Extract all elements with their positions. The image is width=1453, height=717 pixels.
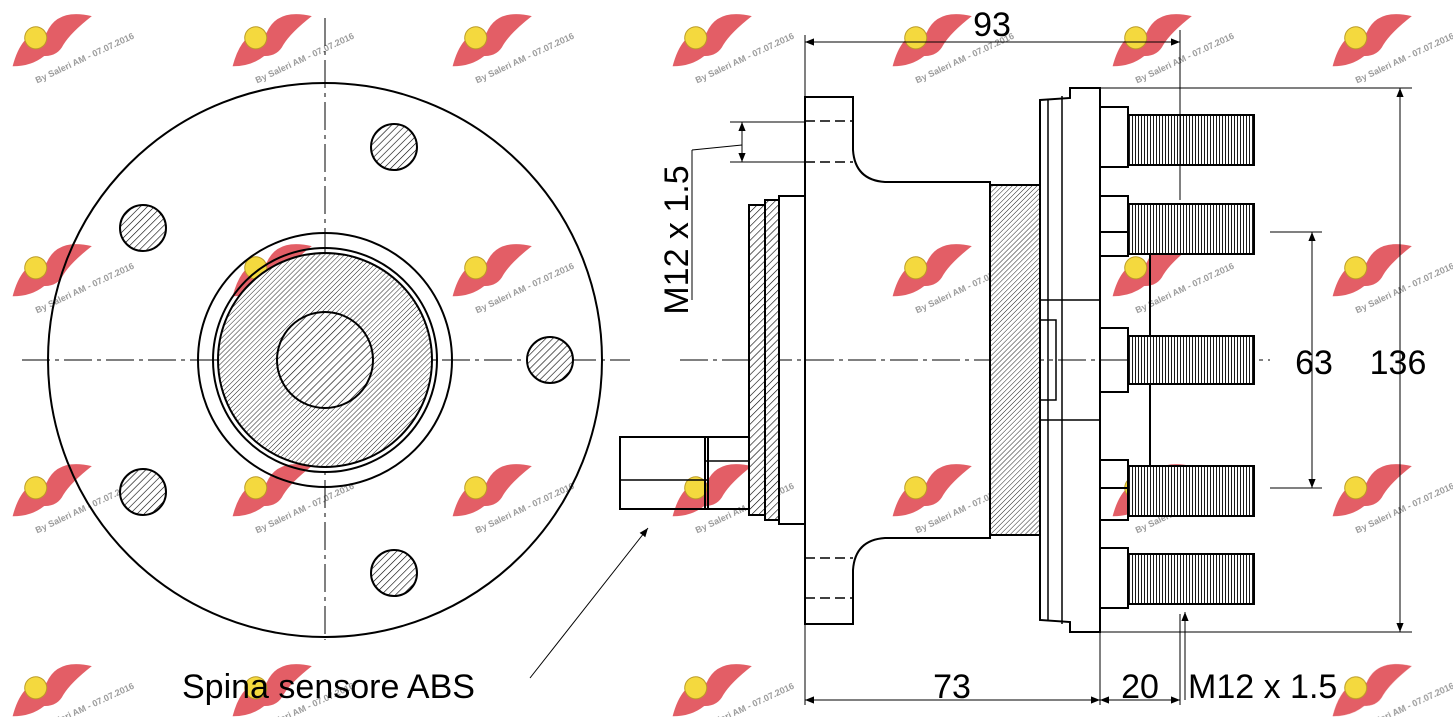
hub-outer-ring	[197, 232, 453, 488]
watermark-stamp: By Saleri AM - 07.07.2016	[12, 664, 136, 717]
watermark-stamp: By Saleri AM - 07.07.2016	[452, 14, 576, 85]
watermark-stamp: By Saleri AM - 07.07.2016	[672, 664, 796, 717]
watermark-stamp: By Saleri AM - 07.07.2016	[452, 464, 576, 535]
dimension-lines	[529, 30, 1412, 705]
watermark-stamp: By Saleri AM - 07.07.2016	[12, 464, 136, 535]
dim-20: 20	[1121, 668, 1159, 706]
wheel-stud	[1099, 106, 1255, 168]
bolt-hole	[370, 549, 418, 597]
dim-93: 93	[973, 6, 1011, 44]
hub-flange	[804, 96, 991, 625]
watermark-stamp: By Saleri AM - 07.07.2016	[1332, 664, 1453, 717]
watermark-stamp: By Saleri AM - 07.07.2016	[12, 244, 136, 315]
bolt-hole	[370, 123, 418, 171]
watermark-stamp: By Saleri AM - 07.07.2016	[12, 14, 136, 85]
dim-136: 136	[1370, 344, 1427, 382]
watermark-stamp: By Saleri AM - 07.07.2016	[452, 244, 576, 315]
watermark-stamp: By Saleri AM - 07.07.2016	[672, 14, 796, 85]
wheel-stud	[1099, 547, 1255, 609]
front-view	[22, 18, 630, 640]
watermark-stamp: By Saleri AM - 07.07.2016	[232, 14, 356, 85]
wheel-stud	[1099, 195, 1255, 257]
dim-63: 63	[1295, 344, 1333, 382]
dimension-labels: 93 73 20 63 136 M12 x 1.5 M12 x 1.5 Spin…	[182, 6, 1426, 706]
abs-sensor-label: Spina sensore ABS	[182, 668, 475, 706]
watermark-stamp: By Saleri AM - 07.07.2016	[1332, 464, 1453, 535]
bolt-hole	[119, 468, 167, 516]
dim-73: 73	[933, 668, 971, 706]
watermark-stamp: By Saleri AM - 07.07.2016	[1332, 244, 1453, 315]
thread-spec-bottom: M12 x 1.5	[1188, 668, 1337, 706]
hub-body	[989, 184, 1041, 536]
wheel-stud	[1099, 459, 1255, 521]
wheel-stud	[1099, 327, 1255, 393]
thread-spec-top: M12 x 1.5	[658, 165, 696, 314]
flange-outline	[47, 82, 603, 638]
hub-bore	[276, 311, 374, 409]
bolt-hole	[119, 204, 167, 252]
bolt-hole	[526, 336, 574, 384]
watermark-stamp: By Saleri AM - 07.07.2016	[1332, 14, 1453, 85]
watermark-stamp: By Saleri AM - 07.07.2016	[1112, 14, 1236, 85]
side-view	[619, 87, 1270, 633]
